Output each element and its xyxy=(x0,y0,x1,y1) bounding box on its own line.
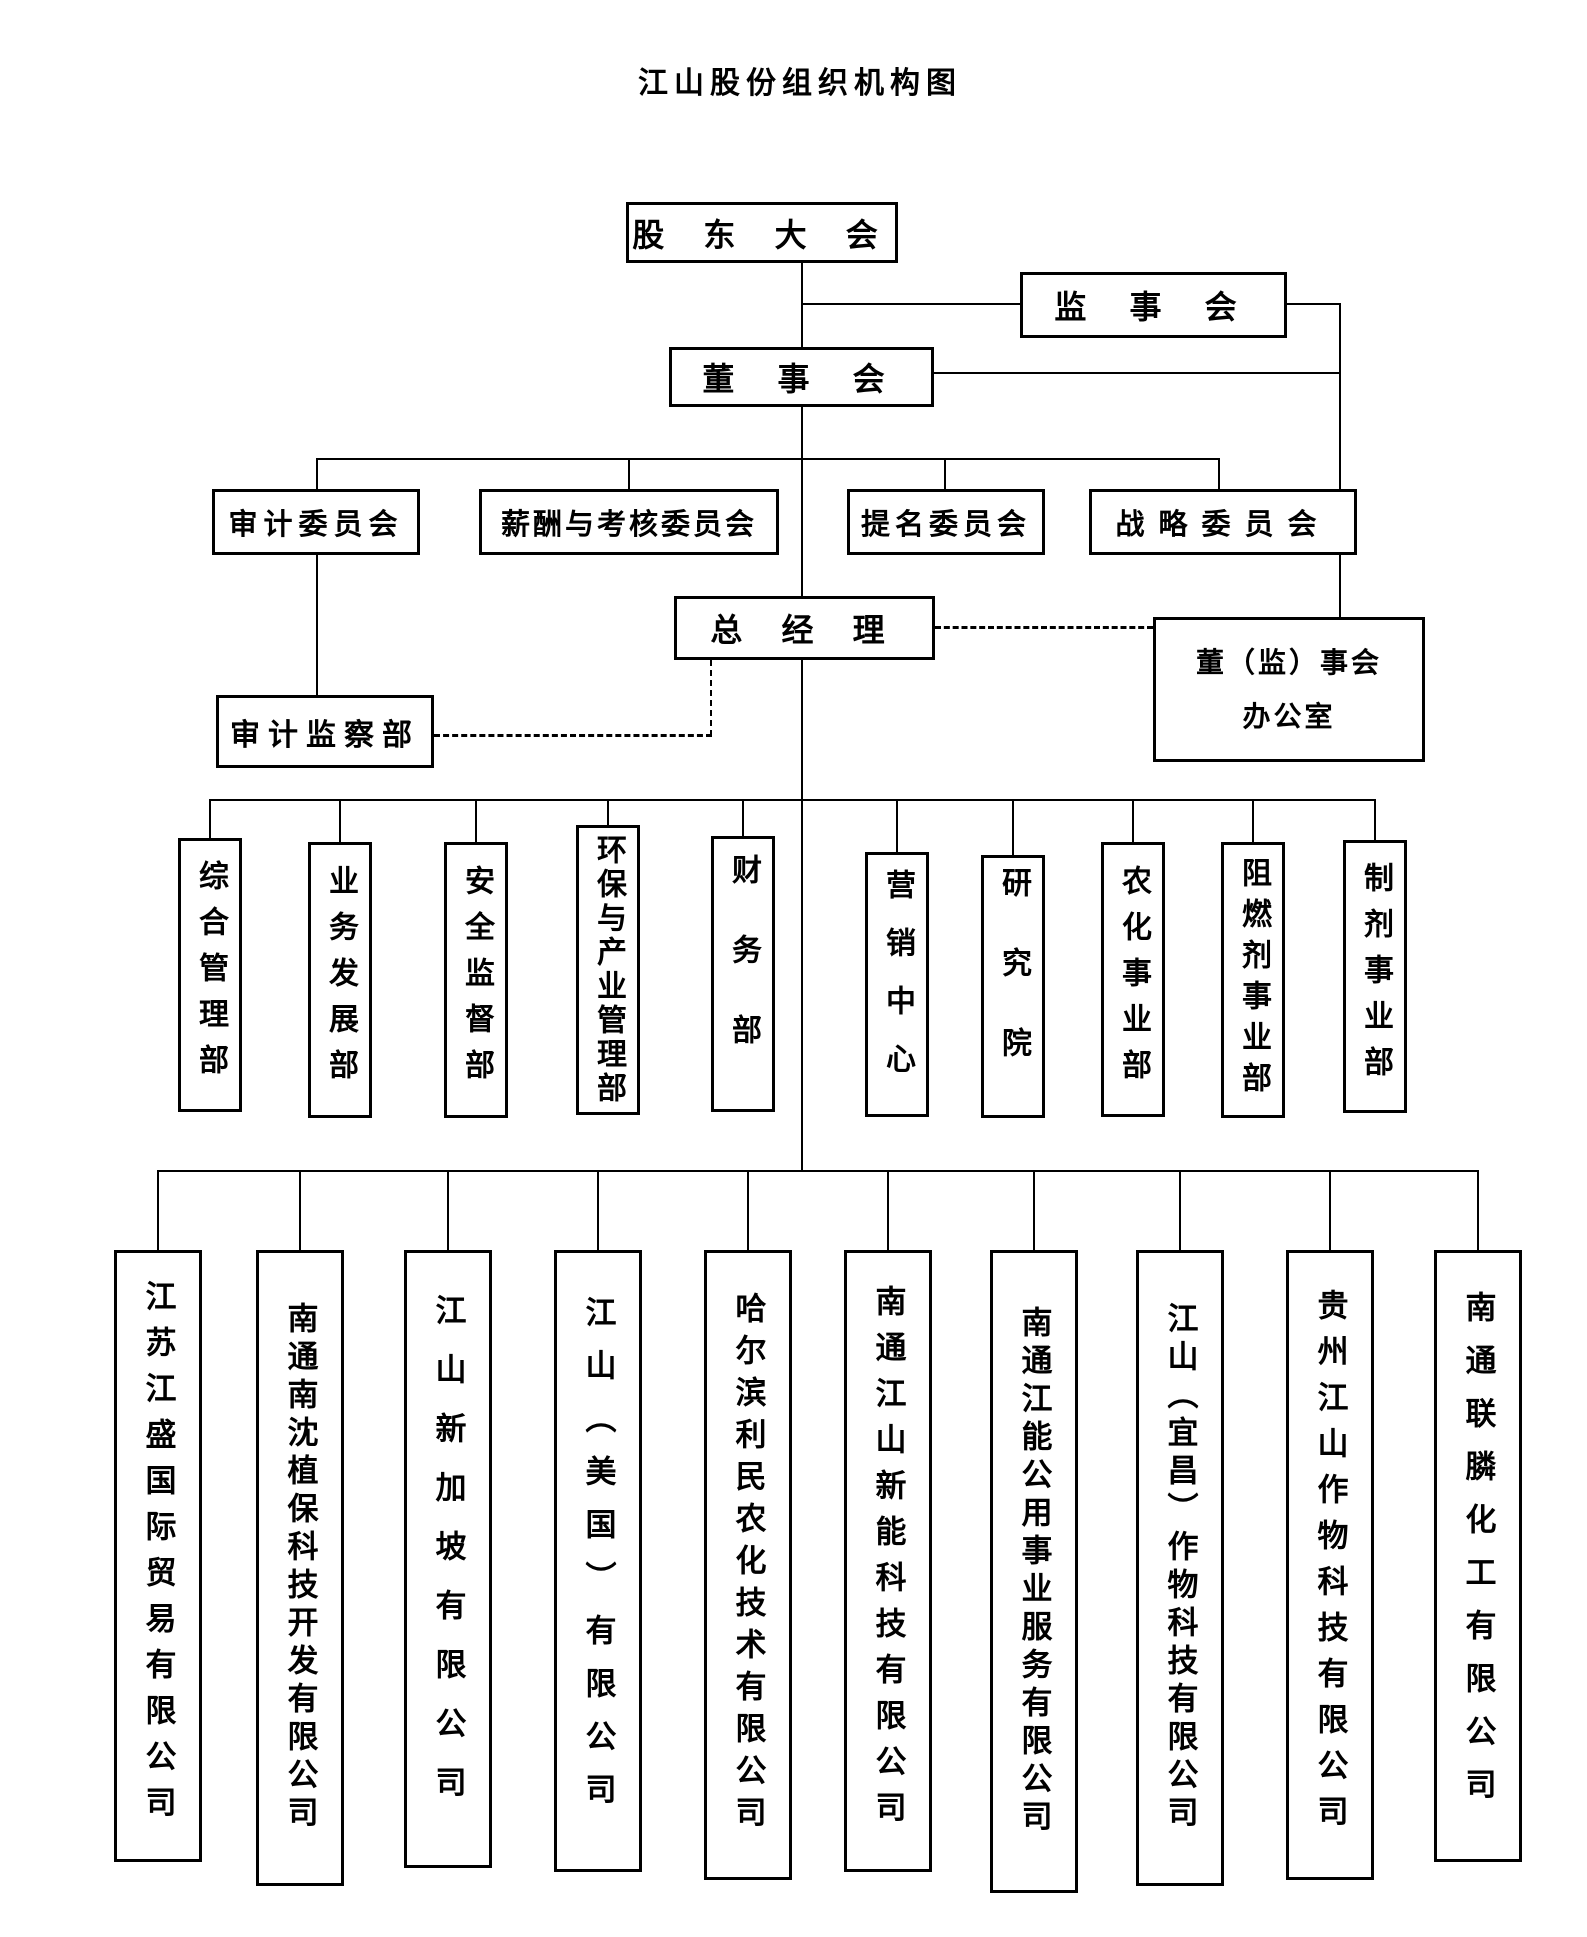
connector-to-supervisory-left xyxy=(802,303,1020,305)
connector-drop-dept-9 xyxy=(1252,799,1254,842)
connector-drop-sub-8 xyxy=(1179,1170,1181,1250)
node-dept-safety-supervision: 安全监督部 xyxy=(444,842,508,1118)
page-title: 江山股份组织机构图 xyxy=(638,66,962,101)
node-audit-supervision-dept: 审计监察部 xyxy=(216,695,434,768)
node-sub-jiangshan-yichang-crop-science: 江山（宜昌）作物科技有限公司 xyxy=(1136,1250,1224,1886)
node-nomination-committee: 提名委员会 xyxy=(847,489,1045,555)
node-dept-environment-industry: 环保与产业管理部 xyxy=(576,825,640,1115)
connector-drop-sub-1 xyxy=(157,1170,159,1250)
node-sub-nantong-lianlin-chemical: 南通联膦化工有限公司 xyxy=(1434,1250,1522,1862)
node-sub-guizhou-jiangshan-crop-science: 贵州江山作物科技有限公司 xyxy=(1286,1250,1374,1880)
connector-drop-sub-9 xyxy=(1329,1170,1331,1250)
dashed-gm-down xyxy=(710,660,712,736)
connector-drop-sub-3 xyxy=(447,1170,449,1250)
dashed-gm-office xyxy=(935,626,1153,629)
connector-drop-dept-5 xyxy=(742,799,744,836)
node-sub-harbin-limin-agrochemical: 哈尔滨利民农化技术有限公司 xyxy=(704,1250,792,1880)
connector-drop-sub-5 xyxy=(747,1170,749,1250)
connector-committee-branch xyxy=(316,458,1220,460)
connector-drop-sub-7 xyxy=(1033,1170,1035,1250)
node-compensation-committee: 薪酬与考核委员会 xyxy=(479,489,779,555)
node-dept-research-institute: 研究院 xyxy=(981,855,1045,1118)
connector-drop-sub-2 xyxy=(299,1170,301,1250)
connector-gm-main-spine xyxy=(801,660,803,1170)
connector-drop-sub-10 xyxy=(1477,1170,1479,1250)
connector-drop-dept-6 xyxy=(896,799,898,852)
board-office-line1: 董（监）事会 xyxy=(1195,646,1382,680)
connector-board-gm xyxy=(801,407,803,596)
node-sub-nantong-jiangneng-utilities: 南通江能公用事业服务有限公司 xyxy=(990,1250,1078,1893)
node-dept-marketing-center: 营销中心 xyxy=(865,852,929,1117)
node-strategy-committee: 战略委员会 xyxy=(1089,489,1357,555)
node-board-of-directors: 董 事 会 xyxy=(669,347,934,407)
node-sub-nantong-jiangshan-xinneng: 南通江山新能科技有限公司 xyxy=(844,1250,932,1872)
node-dept-general-management: 综合管理部 xyxy=(178,838,242,1112)
connector-drop-audit-committee xyxy=(316,458,318,489)
node-supervisory-board: 监 事 会 xyxy=(1020,272,1287,338)
connector-subsidiary-branch xyxy=(158,1170,1478,1172)
dashed-auditdept-link xyxy=(434,734,712,737)
connector-drop-sub-4 xyxy=(597,1170,599,1250)
connector-drop-dept-1 xyxy=(209,799,211,838)
node-sub-jiangshan-singapore: 江山新加坡有限公司 xyxy=(404,1250,492,1868)
connector-department-branch xyxy=(210,799,1376,801)
connector-drop-strategy-committee xyxy=(1218,458,1220,489)
connector-drop-dept-3 xyxy=(475,799,477,842)
connector-right-vertical-to-office xyxy=(1339,303,1341,617)
node-dept-finance: 财务部 xyxy=(711,836,775,1112)
node-dept-flame-retardant-division: 阻燃剂事业部 xyxy=(1221,842,1285,1118)
node-general-manager: 总 经 理 xyxy=(674,596,935,660)
connector-drop-dept-8 xyxy=(1132,799,1134,842)
node-board-office: 董（监）事会 办公室 xyxy=(1153,617,1425,762)
connector-board-right-link xyxy=(934,372,1341,374)
node-sub-jiangsu-jiangsheng-trade: 江苏江盛国际贸易有限公司 xyxy=(114,1250,202,1862)
connector-drop-dept-4 xyxy=(607,799,609,825)
node-shareholders-meeting: 股 东 大 会 xyxy=(626,202,898,263)
connector-shareholders-board xyxy=(801,263,803,347)
connector-supervisory-right-stub xyxy=(1287,303,1341,305)
node-audit-committee: 审计委员会 xyxy=(212,489,420,555)
board-office-line2: 办公室 xyxy=(1242,699,1336,733)
connector-drop-dept-10 xyxy=(1374,799,1376,840)
connector-drop-compensation-committee xyxy=(628,458,630,489)
connector-drop-dept-7 xyxy=(1012,799,1014,855)
node-dept-formulation-division: 制剂事业部 xyxy=(1343,840,1407,1113)
node-sub-jiangshan-usa: 江山（美国）有限公司 xyxy=(554,1250,642,1872)
connector-auditcommittee-auditdept xyxy=(316,553,318,695)
connector-drop-sub-6 xyxy=(887,1170,889,1250)
node-dept-business-development: 业务发展部 xyxy=(308,842,372,1118)
connector-drop-dept-2 xyxy=(339,799,341,842)
node-dept-agrochemical-division: 农化事业部 xyxy=(1101,842,1165,1117)
node-sub-nantong-nanshen-plant-protection: 南通南沈植保科技开发有限公司 xyxy=(256,1250,344,1886)
connector-drop-nomination-committee xyxy=(944,458,946,489)
